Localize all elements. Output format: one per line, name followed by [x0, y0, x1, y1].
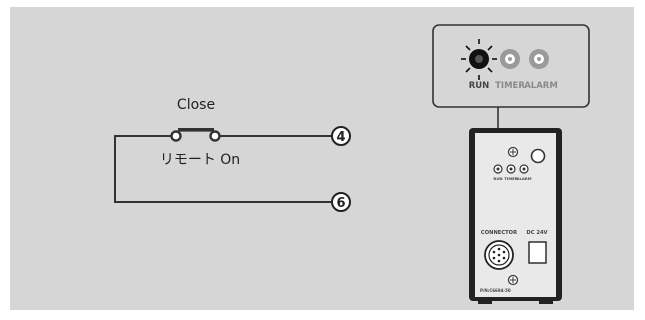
device-foot	[539, 300, 553, 304]
diagram-canvas: 4 6 Close リモート On RUN	[10, 7, 634, 310]
indicator-panel: RUN TIMER ALARM	[432, 24, 590, 108]
run-lamp-label: RUN	[469, 81, 490, 91]
connector-label: CONNECTOR	[481, 230, 517, 236]
device-foot	[478, 300, 492, 304]
terminal-6-marker	[331, 192, 351, 212]
screw-icon	[507, 274, 519, 286]
terminal-4-number: 4	[336, 130, 345, 145]
remote-switch-circuit: 4 6 Close リモート On	[114, 97, 351, 212]
device-lamp-label-run: RUN	[493, 176, 502, 181]
dc-power-jack	[528, 241, 547, 264]
switch-state-label: Close	[177, 97, 215, 113]
device-lamps	[493, 164, 529, 174]
wiring-diagram: 4 6 Close リモート On RUN	[114, 24, 590, 304]
switch-contact-right	[209, 130, 221, 142]
connector-port-icon	[484, 240, 514, 270]
model-label: P/N:C6694-50	[480, 288, 511, 293]
device-lamp-label-timer: TIMER	[504, 176, 517, 181]
timer-lamp-label: TIMER	[495, 81, 525, 91]
device-rear-panel: RUN TIMER ALARM CONNECTOR DC 24V	[469, 128, 562, 304]
switch-contact-left	[170, 130, 182, 142]
switch-label: リモート On	[160, 152, 240, 168]
alarm-lamp-label: ALARM	[524, 81, 558, 91]
reset-button-icon	[530, 148, 546, 164]
timer-lamp-large: TIMER	[495, 49, 525, 91]
terminal-6-number: 6	[336, 196, 345, 211]
run-lamp-large: RUN	[461, 39, 497, 91]
terminal-4-marker	[331, 126, 351, 146]
device-lamp-label-alarm: ALARM	[517, 176, 532, 181]
power-label: DC 24V	[526, 230, 547, 236]
screw-icon	[507, 146, 519, 158]
switch-closed-bar	[178, 128, 214, 132]
light-rays-icon	[461, 39, 497, 80]
alarm-lamp-large: ALARM	[524, 49, 558, 91]
